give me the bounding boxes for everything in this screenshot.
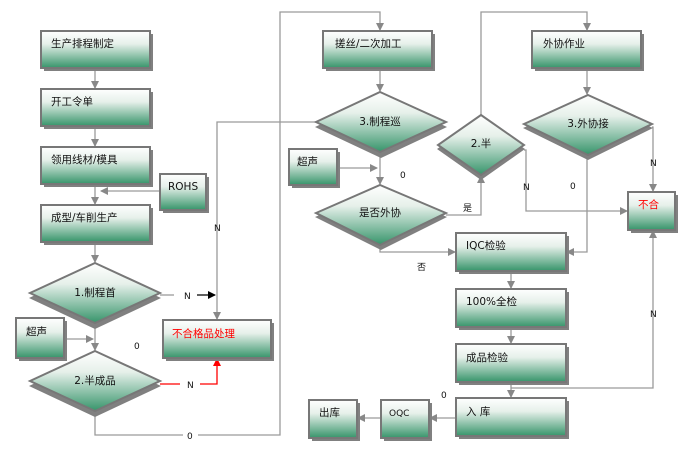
decision-outsource-receive[interactable]: 3.外协接	[521, 93, 655, 160]
node-label: 领用线材/模具	[51, 153, 118, 166]
node-label: 搓丝/二次加工	[335, 37, 402, 50]
process-ultrasonic-right[interactable]: 超声	[288, 148, 340, 188]
node-label: 3.制程巡	[359, 115, 401, 128]
process-material[interactable]: 领用线材/模具	[40, 146, 153, 187]
node-label: 超声	[297, 155, 318, 168]
edge-label-n: N	[184, 292, 191, 302]
node-label: 不合格品处理	[172, 327, 235, 340]
process-final-check[interactable]: 成品检验	[455, 343, 569, 385]
decision-first-check[interactable]: 1.制程首	[27, 261, 163, 329]
node-label: 外协作业	[543, 37, 585, 50]
decision-patrol-check[interactable]: 3.制程巡	[313, 90, 449, 158]
decision-semi-check[interactable]: 2.半成品	[27, 349, 163, 417]
process-warehouse-out[interactable]: 出库	[308, 399, 360, 441]
process-schedule[interactable]: 生产排程制定	[40, 30, 153, 71]
process-outsource-work[interactable]: 外协作业	[531, 30, 644, 71]
edge-label-n: N	[214, 224, 221, 234]
node-label: 出库	[319, 406, 340, 419]
edge-label-n: N	[187, 381, 194, 391]
process-nonconforming[interactable]: 不合格品处理	[162, 319, 274, 361]
edge-label-0: 0	[570, 182, 576, 192]
process-rohs[interactable]: ROHS	[159, 173, 209, 213]
edge-label-no: 否	[417, 262, 426, 273]
edge-label-0: 0	[134, 342, 140, 352]
edge-label-n: N	[650, 159, 657, 169]
process-warehouse-in[interactable]: 入 库	[455, 397, 569, 439]
node-label: 3.外协接	[567, 117, 609, 130]
node-label: 不合	[638, 198, 659, 211]
edge-label-0: 0	[187, 432, 193, 442]
node-label: 入 库	[466, 405, 490, 418]
decision-outsource[interactable]: 是否外协	[313, 183, 449, 250]
node-label: 1.制程首	[74, 286, 116, 299]
process-ultrasonic-left[interactable]: 超声	[15, 317, 67, 361]
node-label: 超声	[26, 325, 47, 338]
node-label: 开工令单	[51, 95, 93, 108]
node-label: ROHS	[168, 181, 198, 193]
edge-label-0: 0	[400, 171, 406, 181]
node-label: 2.半	[471, 137, 492, 150]
node-label: IQC检验	[466, 239, 506, 252]
process-oqc[interactable]: OQC	[380, 399, 432, 441]
node-label: 生产排程制定	[51, 37, 114, 50]
edge-label-n: N	[523, 183, 530, 193]
node-label: 成型/车削生产	[51, 211, 118, 224]
process-forming[interactable]: 成型/车削生产	[40, 204, 153, 245]
edge-label-n: N	[650, 310, 657, 320]
process-threading[interactable]: 搓丝/二次加工	[322, 30, 435, 71]
process-full-check[interactable]: 100%全检	[455, 288, 569, 330]
process-iqc[interactable]: IQC检验	[455, 232, 569, 274]
node-label: 2.半成品	[74, 374, 116, 387]
node-label: 是否外协	[359, 206, 401, 219]
decision-semi-short[interactable]: 2.半	[436, 113, 526, 180]
connectors	[64, 11, 657, 436]
process-work-order[interactable]: 开工令单	[40, 88, 153, 129]
node-label: 成品检验	[466, 351, 508, 364]
edge-label-0: 0	[441, 391, 447, 401]
edge-label-yes: 是	[463, 203, 472, 214]
process-reject[interactable]: 不合	[627, 191, 678, 233]
edge-labels: N N N N N N 0 0 0 0 0 是 否	[134, 159, 657, 442]
node-label: OQC	[389, 409, 409, 419]
node-label: 100%全检	[466, 295, 518, 308]
